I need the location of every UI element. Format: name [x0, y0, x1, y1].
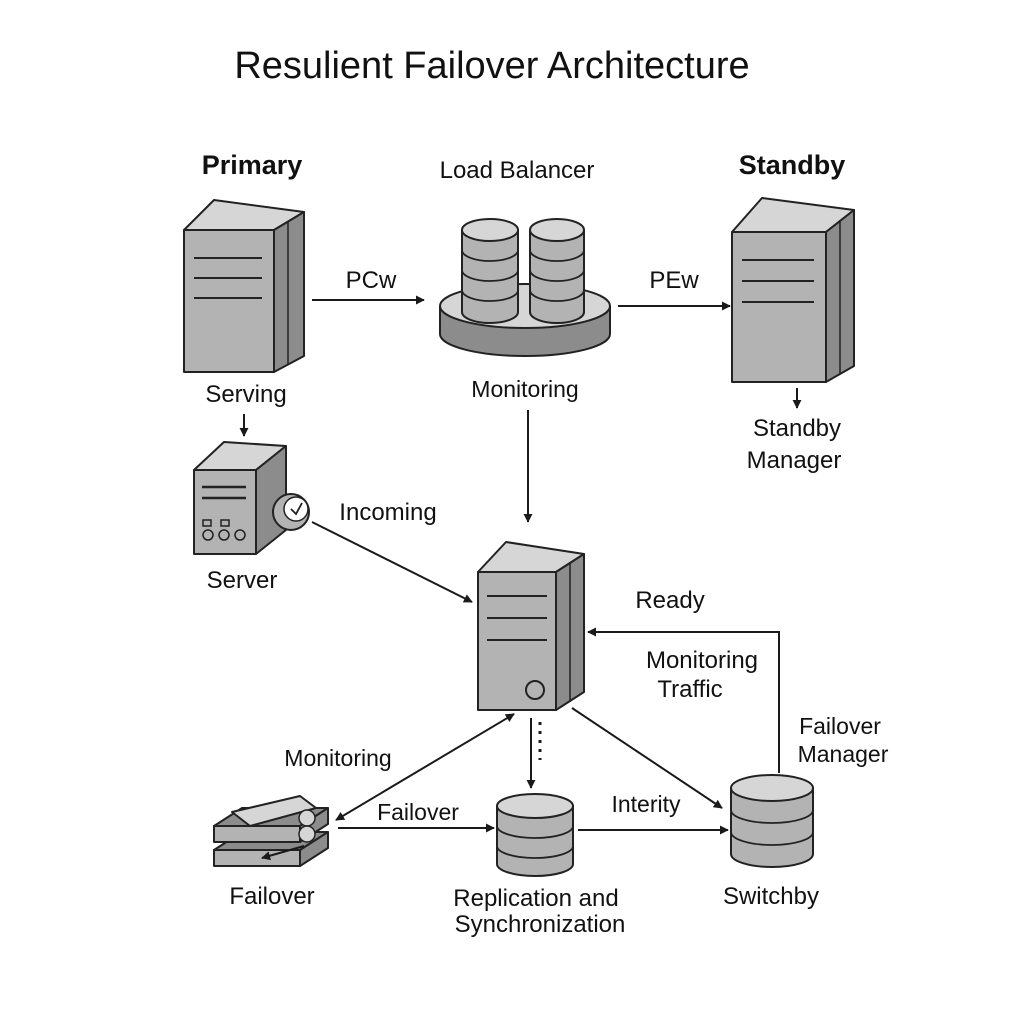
load-balancer-heading: Load Balancer — [440, 157, 595, 184]
edge-label-pcw: PCw — [346, 267, 397, 294]
clock-icon — [272, 493, 310, 531]
edge-label-failover: Failover — [377, 799, 459, 825]
switchby-label-manager: Manager — [798, 741, 889, 767]
edge-label-monitoring-traffic-line2: Traffic — [657, 676, 722, 703]
edges — [239, 295, 802, 861]
standby-heading: Standby — [739, 150, 846, 180]
central-server-icon — [477, 541, 585, 711]
server-caption: Server — [207, 567, 278, 594]
edge-label-interity: Interity — [611, 791, 681, 817]
replication-caption-line1: Replication and — [453, 885, 618, 912]
primary-heading: Primary — [202, 150, 303, 180]
replication-caption-line2: Synchronization — [455, 911, 626, 938]
edge-failover-back — [261, 845, 305, 861]
diagram-title: Resulient Failover Architecture — [234, 45, 749, 87]
edge-server-to-central — [311, 521, 473, 603]
edge-label-monitoring-traffic-line1: Monitoring — [646, 647, 758, 674]
failover-switch-icon — [213, 795, 329, 867]
standby-caption-line2: Manager — [747, 447, 842, 474]
switchby-caption: Switchby — [723, 883, 819, 910]
load-balancer-caption: Monitoring — [471, 376, 578, 402]
load-balancer-icon — [439, 218, 611, 357]
replication-database-icon — [496, 793, 574, 877]
standby-server-icon — [731, 197, 855, 383]
edge-central-to-failover — [335, 713, 515, 821]
edge-switchby-to-central — [587, 627, 780, 773]
switchby-database-icon — [730, 774, 814, 868]
failover-caption: Failover — [229, 883, 314, 910]
edge-label-monitoring: Monitoring — [284, 745, 391, 771]
edge-central-to-switchby — [571, 707, 723, 809]
primary-caption: Serving — [205, 381, 286, 408]
primary-server-icon — [183, 199, 305, 373]
switchby-label-failover: Failover — [799, 713, 881, 739]
edge-label-ready: Ready — [635, 587, 704, 614]
standby-caption-line1: Standby — [753, 415, 841, 442]
server-box-icon — [193, 441, 287, 555]
edge-label-pew: PEw — [649, 267, 699, 294]
edge-label-incoming: Incoming — [339, 499, 436, 526]
